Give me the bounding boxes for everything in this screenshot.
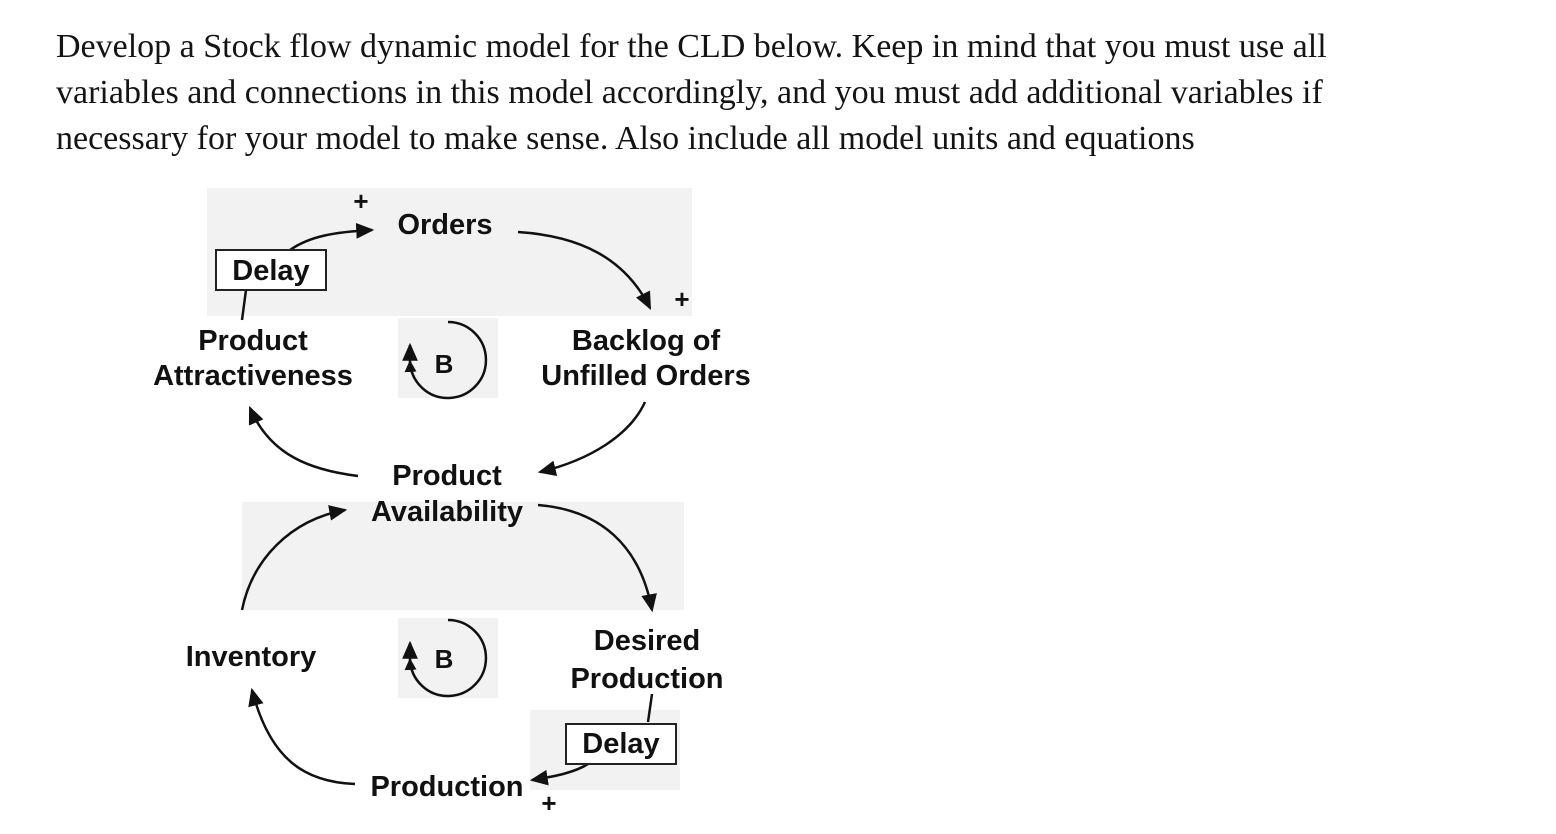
link-availability-to-attractiveness — [248, 405, 359, 478]
node-backlog-line-2: Unfilled Orders — [541, 360, 751, 392]
question-line-2: variables and connections in this model … — [56, 74, 1323, 111]
link-orders-to-backlog — [517, 230, 652, 311]
link-availability-to-desired — [537, 503, 657, 613]
loop-lower-arc — [404, 618, 488, 698]
node-desired-line-1: Desired — [594, 625, 700, 657]
question-line-3: necessary for your model to make sense. … — [56, 120, 1195, 157]
link-attractiveness-to-delay — [240, 289, 248, 321]
question-line-1: Develop a Stock flow dynamic model for t… — [56, 28, 1327, 65]
node-orders: Orders — [397, 209, 492, 241]
node-availability-line-2: Availability — [371, 496, 523, 528]
loop-upper-label: B — [435, 349, 454, 379]
node-attractiveness-line-1: Product — [198, 325, 308, 357]
node-attractiveness-line-2: Attractiveness — [153, 360, 353, 392]
link-inventory-to-availability — [240, 505, 348, 611]
link-production-to-inventory — [248, 687, 356, 786]
link-desired-to-delay — [646, 693, 654, 723]
node-desired-line-2: Production — [570, 663, 723, 695]
delay-box-top — [215, 249, 327, 291]
polarity-to-production: + — [541, 788, 556, 818]
link-delay-to-production — [529, 762, 589, 786]
node-backlog-line-1: Backlog of — [572, 325, 721, 357]
node-availability-line-1: Product — [392, 460, 502, 492]
polarity-to-orders: + — [353, 186, 368, 216]
polarity-to-backlog: + — [674, 284, 689, 314]
delay-label-bottom: Delay — [582, 728, 659, 760]
loop-lower-label: B — [435, 644, 454, 674]
delay-label-top: Delay — [232, 255, 309, 287]
question-text: Develop a Stock flow dynamic model for t… — [56, 24, 1496, 162]
loop-upper-arc — [404, 320, 488, 400]
delay-box-bottom — [565, 723, 677, 765]
node-production: Production — [370, 771, 523, 803]
link-delay-to-orders — [289, 222, 375, 252]
node-inventory: Inventory — [186, 641, 317, 673]
link-backlog-to-availability — [537, 401, 647, 476]
